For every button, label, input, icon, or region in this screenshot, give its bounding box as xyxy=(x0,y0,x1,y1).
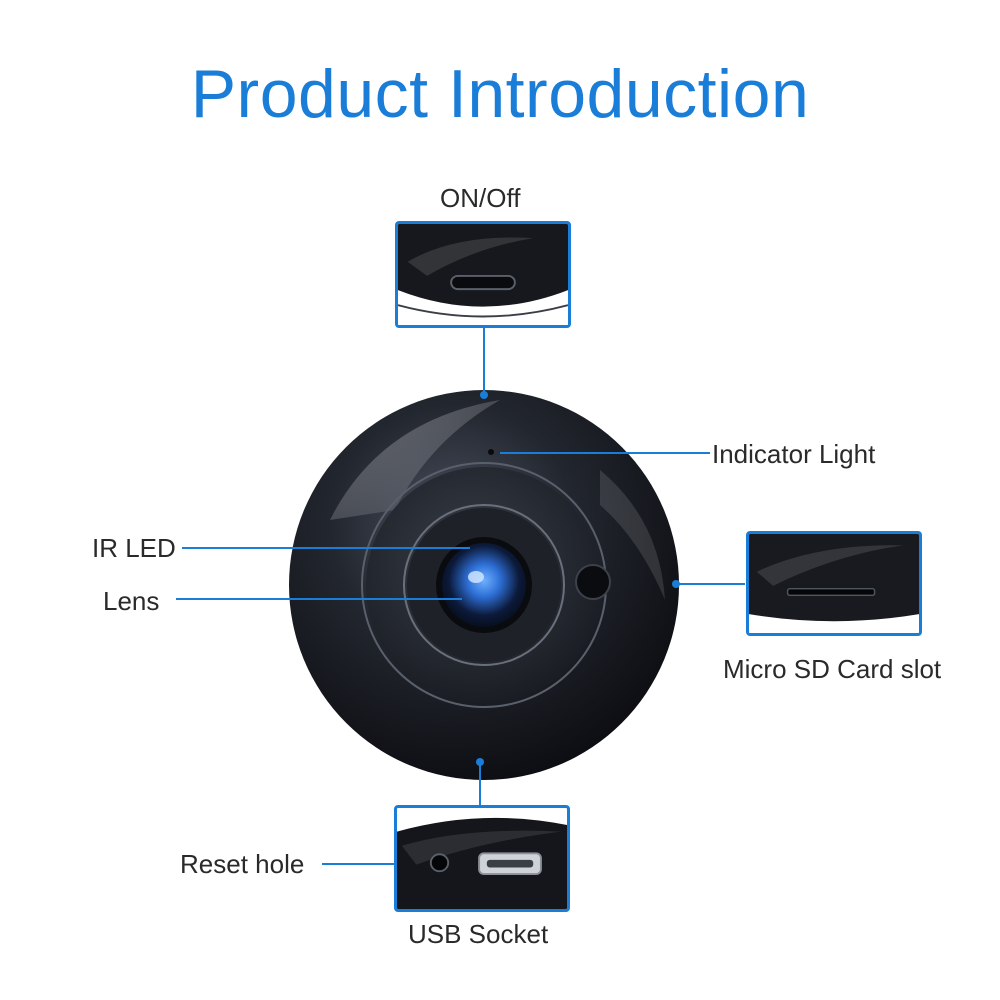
label-lens: Lens xyxy=(103,586,160,616)
sd-slot-icon xyxy=(786,587,876,596)
reset-hole-icon xyxy=(429,853,450,873)
panel-usb-detail xyxy=(394,805,570,912)
panel-micro-sd-detail xyxy=(746,531,922,636)
label-reset-hole: Reset hole xyxy=(180,849,305,879)
connector-dots xyxy=(476,391,680,766)
camera-body xyxy=(289,390,679,780)
power-switch-icon xyxy=(450,274,516,291)
label-on-off: ON/Off xyxy=(440,183,521,213)
panel-on-off-detail xyxy=(395,221,571,328)
indicator-light-icon xyxy=(488,449,494,455)
page-title: Product Introduction xyxy=(190,56,810,132)
sensor-icon xyxy=(575,564,611,600)
label-ir-led: IR LED xyxy=(92,533,176,563)
lens-icon xyxy=(439,540,529,630)
label-usb-socket: USB Socket xyxy=(408,919,549,949)
label-indicator-light: Indicator Light xyxy=(712,439,876,469)
label-micro-sd: Micro SD Card slot xyxy=(723,654,942,684)
connector-lines xyxy=(176,326,745,865)
